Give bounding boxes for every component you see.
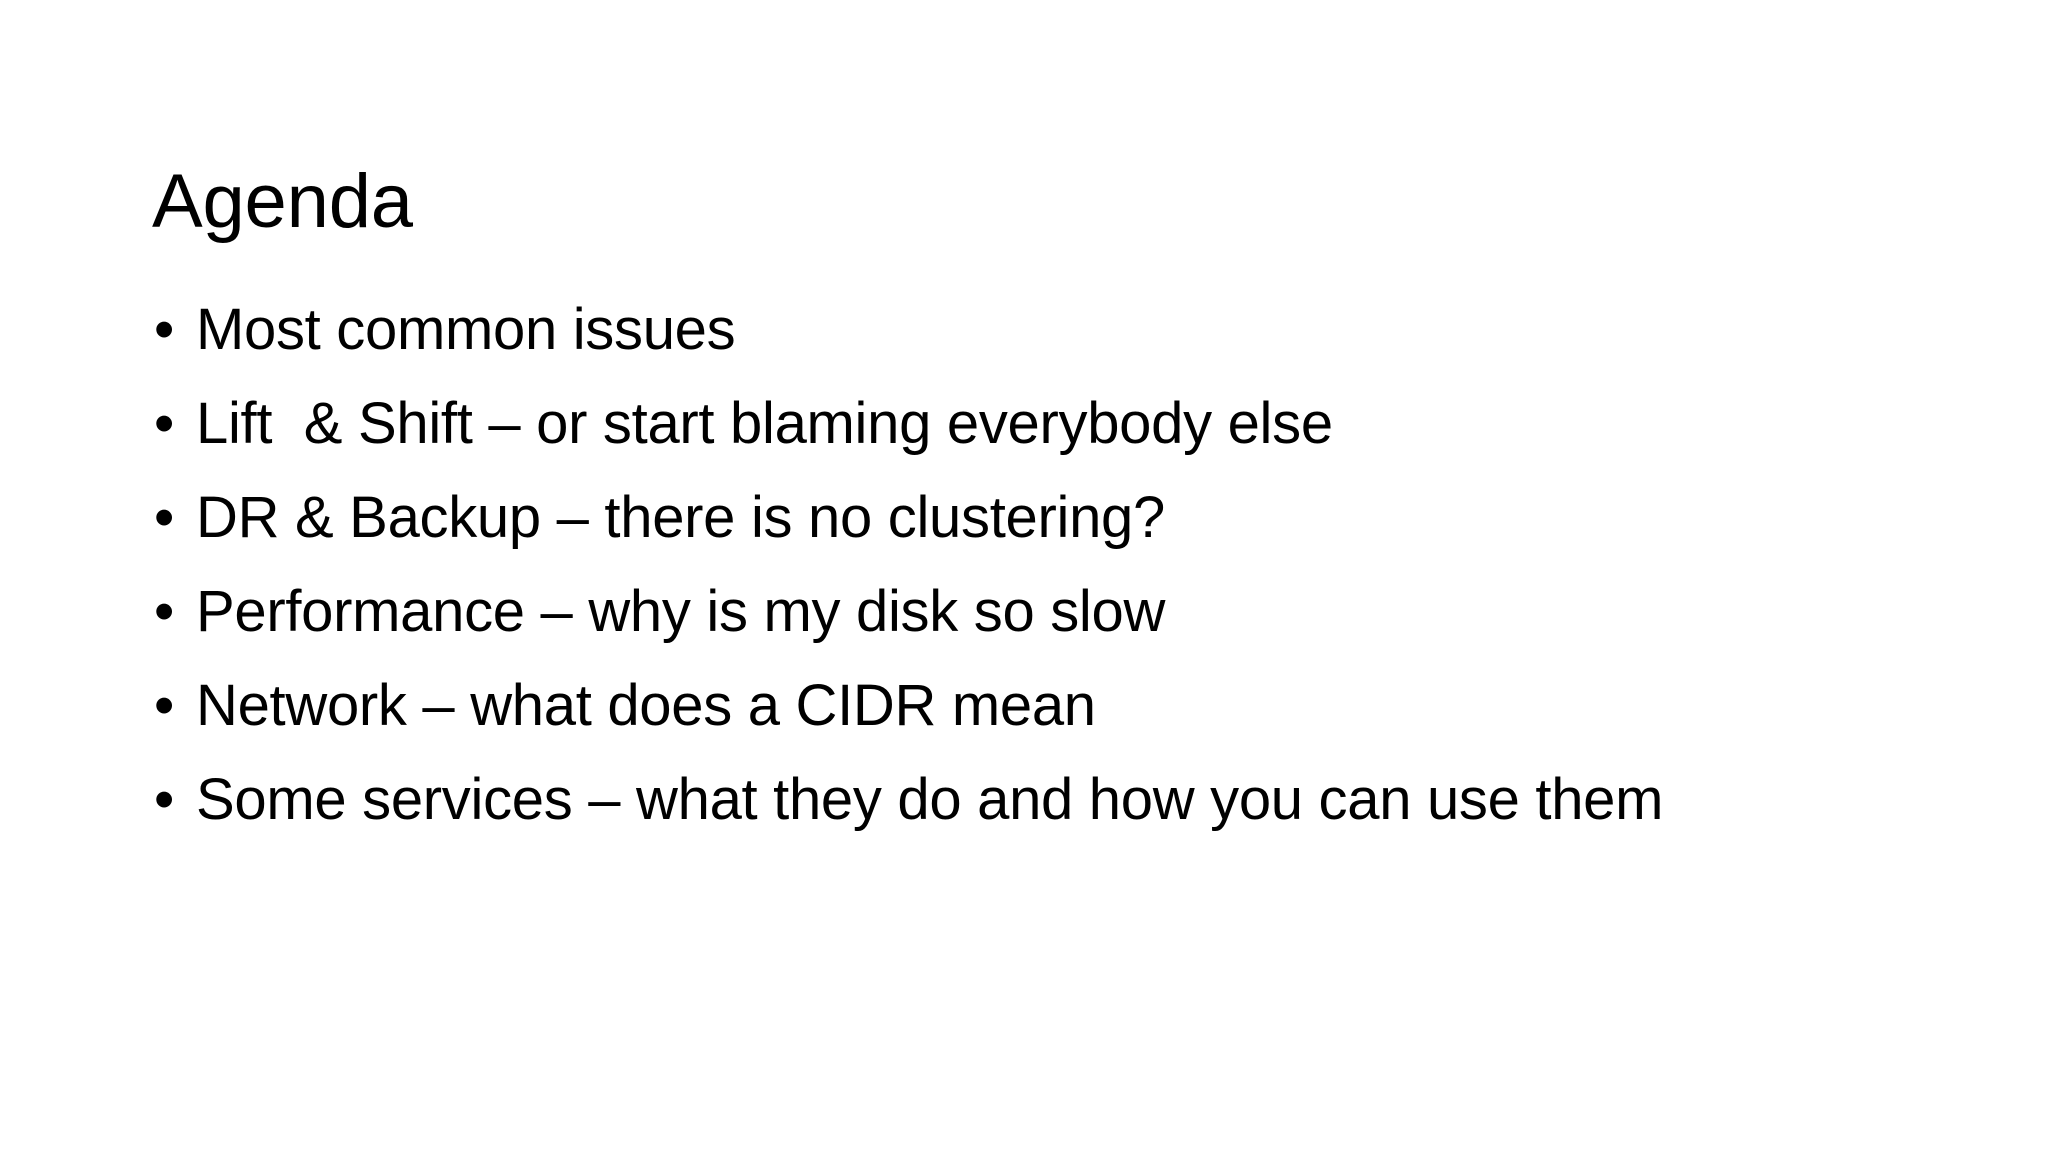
list-item-label: Most common issues [196,297,736,362]
list-item: • Network – what does a CIDR mean [148,666,1856,746]
list-item-label: Some services – what they do and how you… [196,767,1664,832]
bullet-point-icon: • [154,767,175,832]
bullet-point-icon: • [154,485,175,550]
list-item: • Some services – what they do and how y… [148,760,1856,840]
slide-body-placeholder: • Most common issues • Lift & Shift – or… [148,290,1908,840]
bullet-point-icon: • [154,579,175,644]
list-item-label: Network – what does a CIDR mean [196,673,1096,738]
page-title: Agenda [152,158,413,244]
bullet-point-icon: • [154,297,175,362]
list-item: • Performance – why is my disk so slow [148,572,1856,652]
agenda-bullet-list: • Most common issues • Lift & Shift – or… [148,290,1908,840]
bullet-point-icon: • [154,673,175,738]
list-item-label: Lift & Shift – or start blaming everybod… [196,391,1333,456]
list-item: • Lift & Shift – or start blaming everyb… [148,384,1856,464]
list-item: • Most common issues [148,290,1856,370]
list-item-label: Performance – why is my disk so slow [196,579,1166,644]
list-item-label: DR & Backup – there is no clustering? [196,485,1165,550]
bullet-point-icon: • [154,391,175,456]
list-item: • DR & Backup – there is no clustering? [148,478,1856,558]
